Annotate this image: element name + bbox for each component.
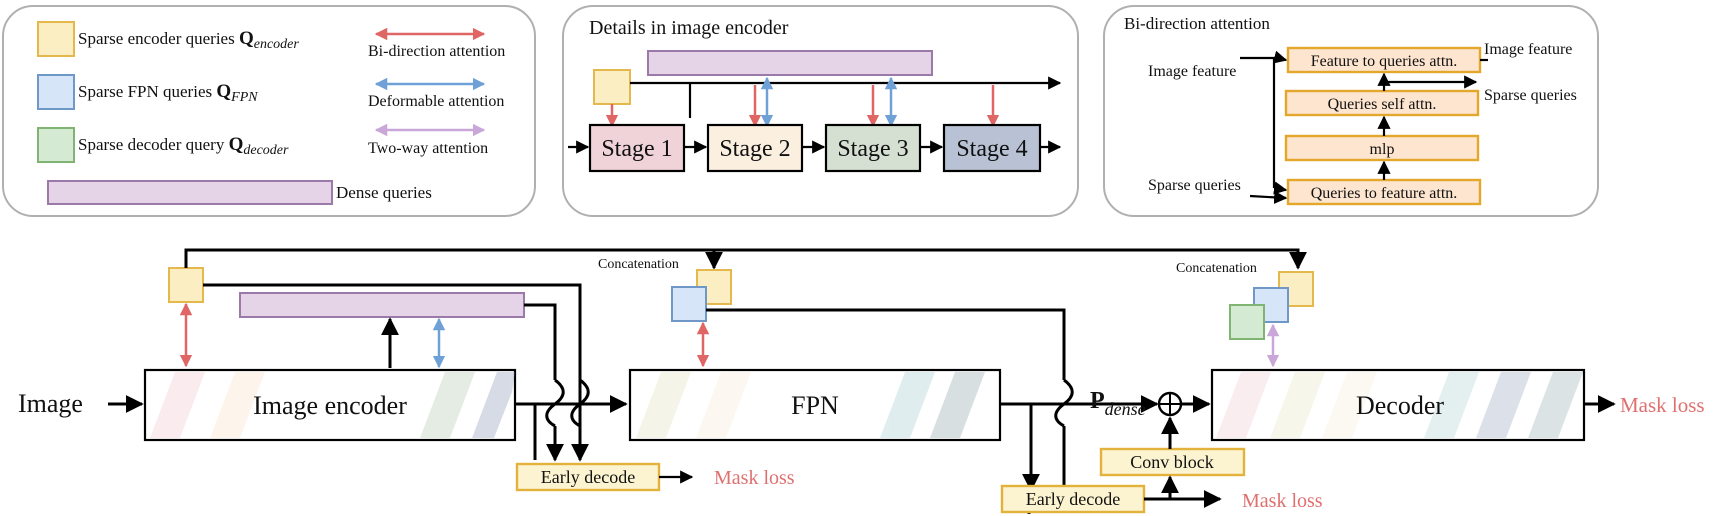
fpn-concat-fpn-query bbox=[671, 286, 707, 322]
decoder-concat-decoder-query bbox=[1229, 304, 1265, 340]
legend-decoder-query-swatch bbox=[37, 127, 75, 163]
decoder-box bbox=[1210, 368, 1586, 442]
legend-bi-direction-label: Bi-direction attention bbox=[368, 43, 505, 60]
bidir-sparse-queries-in: Sparse queries bbox=[1148, 177, 1241, 194]
bidir-image-feature-in: Image feature bbox=[1148, 63, 1236, 80]
stage-2-box bbox=[706, 123, 804, 173]
legend-panel: Sparse encoder queries Qencoder Sparse F… bbox=[2, 5, 536, 217]
early-decode-2-box bbox=[1000, 484, 1146, 514]
encoder-details-title: Details in image encoder bbox=[589, 17, 789, 39]
stage-4-label: Stage 4 bbox=[956, 136, 1027, 162]
concatenation-2-label: Concatenation bbox=[1176, 261, 1257, 276]
mask-loss-3: Mask loss bbox=[1620, 393, 1705, 417]
legend-dense-swatch bbox=[47, 180, 333, 205]
details-dense-queries bbox=[647, 50, 933, 76]
conv-block-box bbox=[1099, 447, 1246, 477]
input-image-label: Image bbox=[18, 389, 83, 418]
legend-fpn-query-swatch bbox=[37, 74, 75, 110]
concatenation-1-label: Concatenation bbox=[598, 257, 679, 272]
legend-two-way-label: Two-way attention bbox=[368, 140, 488, 157]
p-dense-label: Pdense bbox=[1090, 388, 1146, 419]
bidir-image-feature-out: Image feature bbox=[1484, 41, 1572, 58]
details-encoder-query bbox=[593, 69, 631, 105]
legend-encoder-query-swatch bbox=[37, 21, 75, 57]
mask-loss-1: Mask loss bbox=[714, 467, 795, 489]
legend-fpn-queries-label: Sparse FPN queries QFPN bbox=[78, 81, 258, 105]
legend-decoder-query-label: Sparse decoder query Qdecoder bbox=[78, 134, 289, 158]
bidir-mlp bbox=[1284, 134, 1480, 162]
stage-1-label: Stage 1 bbox=[601, 136, 672, 162]
fpn-stripes bbox=[636, 372, 985, 438]
bidir-sparse-queries-out: Sparse queries bbox=[1484, 87, 1577, 104]
bi-direction-panel: Bi-direction attention Feature to querie… bbox=[1103, 5, 1599, 217]
early-decode-1-label: Early decode bbox=[541, 467, 635, 487]
legend-dense-label: Dense queries bbox=[336, 183, 432, 202]
decoder-label: Decoder bbox=[1356, 391, 1444, 420]
conv-block-label: Conv block bbox=[1130, 452, 1214, 472]
decoder-stripes bbox=[1216, 372, 1583, 438]
pipeline-dense-queries bbox=[239, 292, 525, 318]
bidir-queries-to-feature bbox=[1286, 178, 1482, 206]
fpn-label: FPN bbox=[791, 391, 839, 420]
stage-3-label: Stage 3 bbox=[837, 136, 908, 162]
image-encoder-box bbox=[143, 368, 517, 442]
main-pipeline: Image Image encoder bbox=[18, 248, 1705, 514]
stage-3-box bbox=[824, 123, 922, 173]
fpn-box bbox=[628, 368, 1002, 442]
bidir-feature-to-queries-label: Feature to queries attn. bbox=[1311, 53, 1458, 70]
mask-loss-2: Mask loss bbox=[1242, 490, 1323, 512]
bidir-feature-to-queries bbox=[1286, 46, 1482, 74]
bidir-queries-self-attn-label: Queries self attn. bbox=[1328, 96, 1437, 113]
stage-4-box bbox=[942, 123, 1042, 173]
legend-deformable-label: Deformable attention bbox=[368, 93, 504, 110]
encoder-details-panel: Details in image encoder Stage 1 Stage 2… bbox=[562, 5, 1079, 217]
bidir-queries-to-feature-label: Queries to feature attn. bbox=[1311, 185, 1458, 202]
stage-2-label: Stage 2 bbox=[719, 136, 790, 162]
legend-encoder-queries-label: Sparse encoder queries Qencoder bbox=[78, 28, 299, 52]
image-encoder-stripes bbox=[150, 372, 515, 438]
bidir-panel-title: Bi-direction attention bbox=[1124, 14, 1270, 33]
image-encoder-label: Image encoder bbox=[253, 391, 407, 420]
pipeline-encoder-query bbox=[168, 267, 204, 303]
bidir-mlp-label: mlp bbox=[1370, 141, 1395, 158]
bidir-queries-self-attn bbox=[1284, 89, 1480, 117]
early-decode-2-label: Early decode bbox=[1026, 489, 1120, 509]
